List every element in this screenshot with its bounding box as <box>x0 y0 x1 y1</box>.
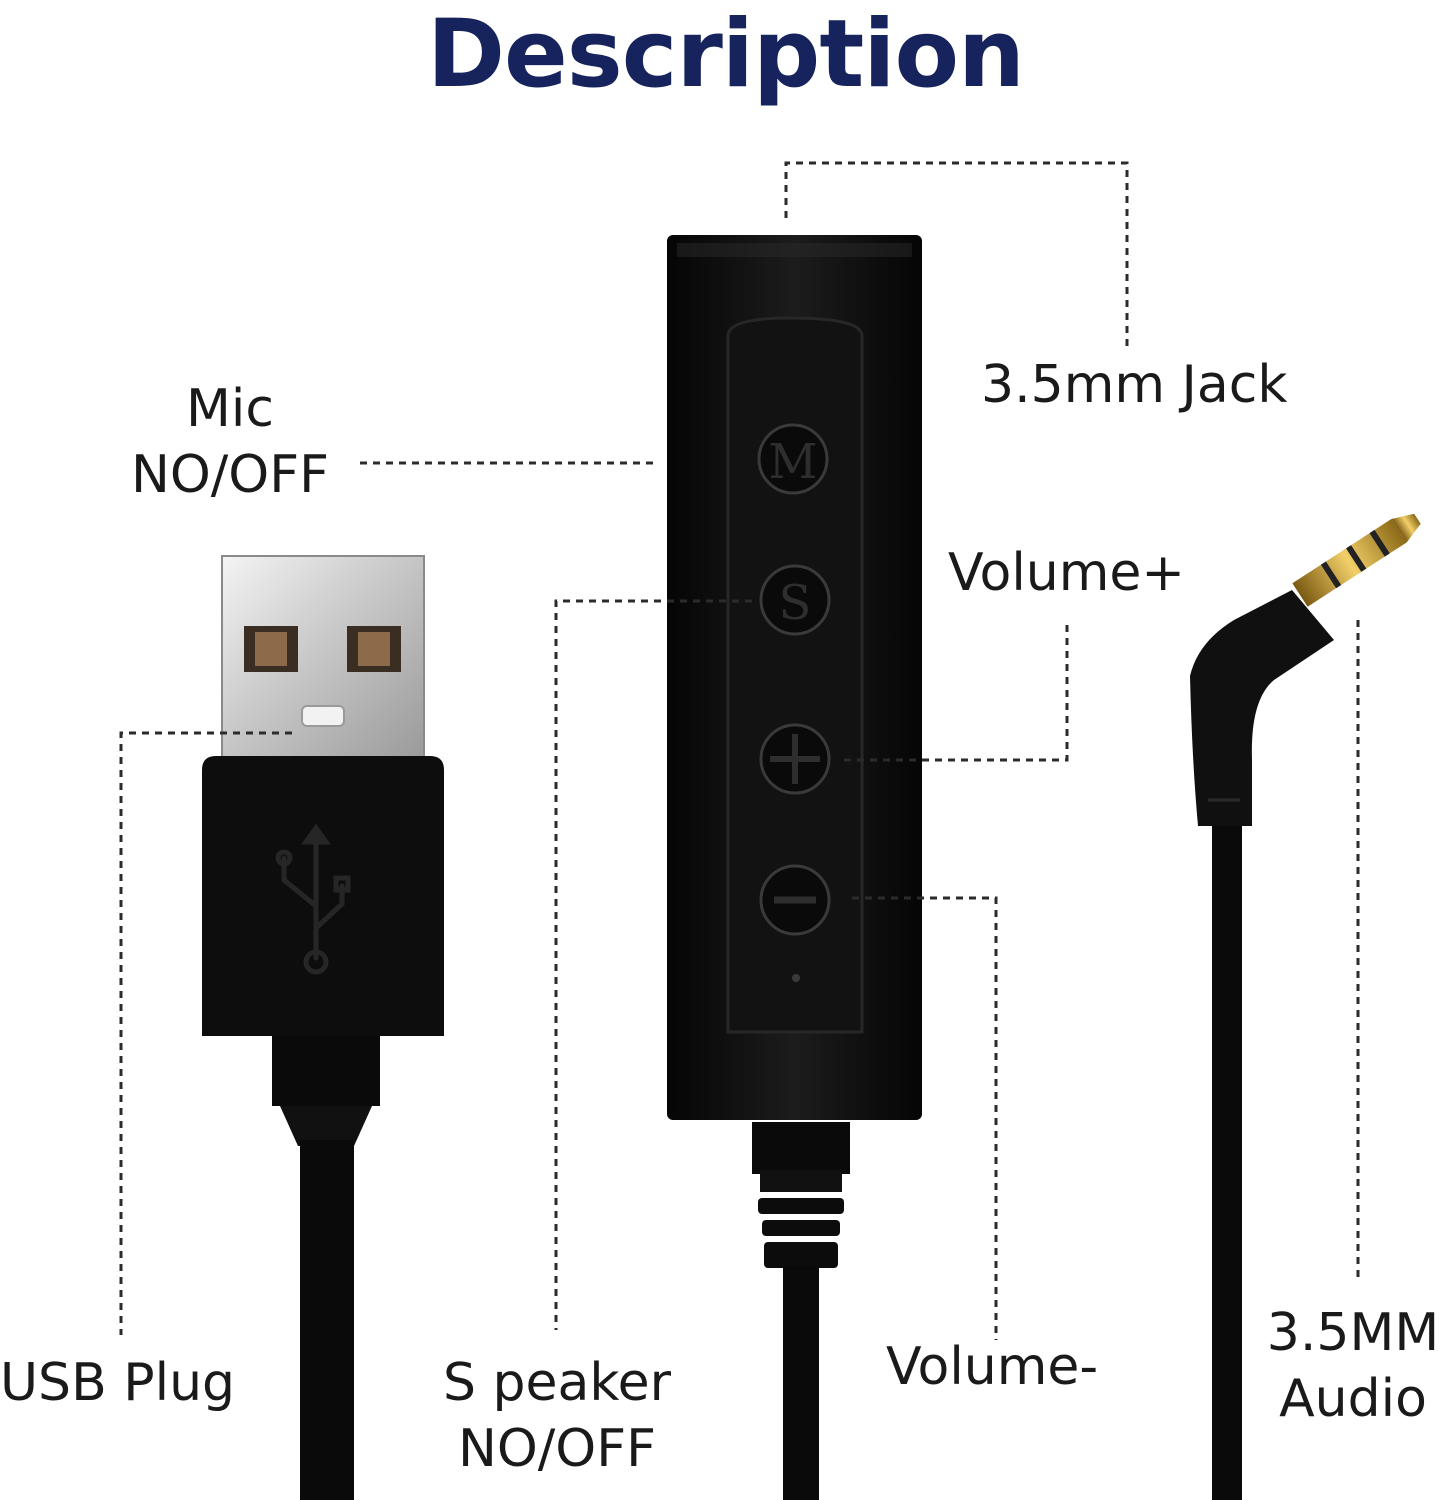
volume-plus-button[interactable] <box>759 723 831 795</box>
label-speaker-line1: S peaker <box>442 1353 672 1413</box>
leader-usb <box>119 731 292 1335</box>
label-usb-plug: USB Plug <box>0 1353 236 1413</box>
label-audio-line1: 3.5MM <box>1266 1303 1440 1363</box>
audio-jack-illustration <box>1190 513 1421 1500</box>
mic-button-icon: M <box>768 434 817 490</box>
label-speaker-line2: NO/OFF <box>457 1419 657 1479</box>
label-mic-line1: Mic <box>186 379 274 439</box>
speaker-button[interactable]: S <box>759 564 831 636</box>
usb-plug-illustration <box>202 555 444 1500</box>
page-title: Description <box>427 0 1025 109</box>
leader-speaker <box>554 599 752 1330</box>
leader-jack <box>784 161 1129 352</box>
mic-button[interactable]: M <box>757 423 829 495</box>
label-volume-minus: Volume- <box>886 1337 1099 1397</box>
leader-volume-plus <box>844 620 1069 762</box>
label-3-5mm-jack: 3.5mm Jack <box>981 355 1288 415</box>
label-audio-line2: Audio <box>1279 1369 1427 1429</box>
volume-minus-button[interactable] <box>759 864 831 936</box>
leader-volume-minus <box>852 896 998 1340</box>
label-volume-plus: Volume+ <box>948 543 1185 603</box>
plus-icon <box>770 734 820 784</box>
label-mic-line2: NO/OFF <box>130 445 330 505</box>
usb-trident-icon <box>275 823 351 975</box>
label-3-5mm-audio: 3.5MM Audio <box>1262 1300 1444 1432</box>
label-speaker: S peaker NO/OFF <box>426 1350 688 1482</box>
speaker-button-icon: S <box>779 575 812 631</box>
leader-lines <box>119 161 1360 1340</box>
label-mic: Mic NO/OFF <box>110 376 350 508</box>
